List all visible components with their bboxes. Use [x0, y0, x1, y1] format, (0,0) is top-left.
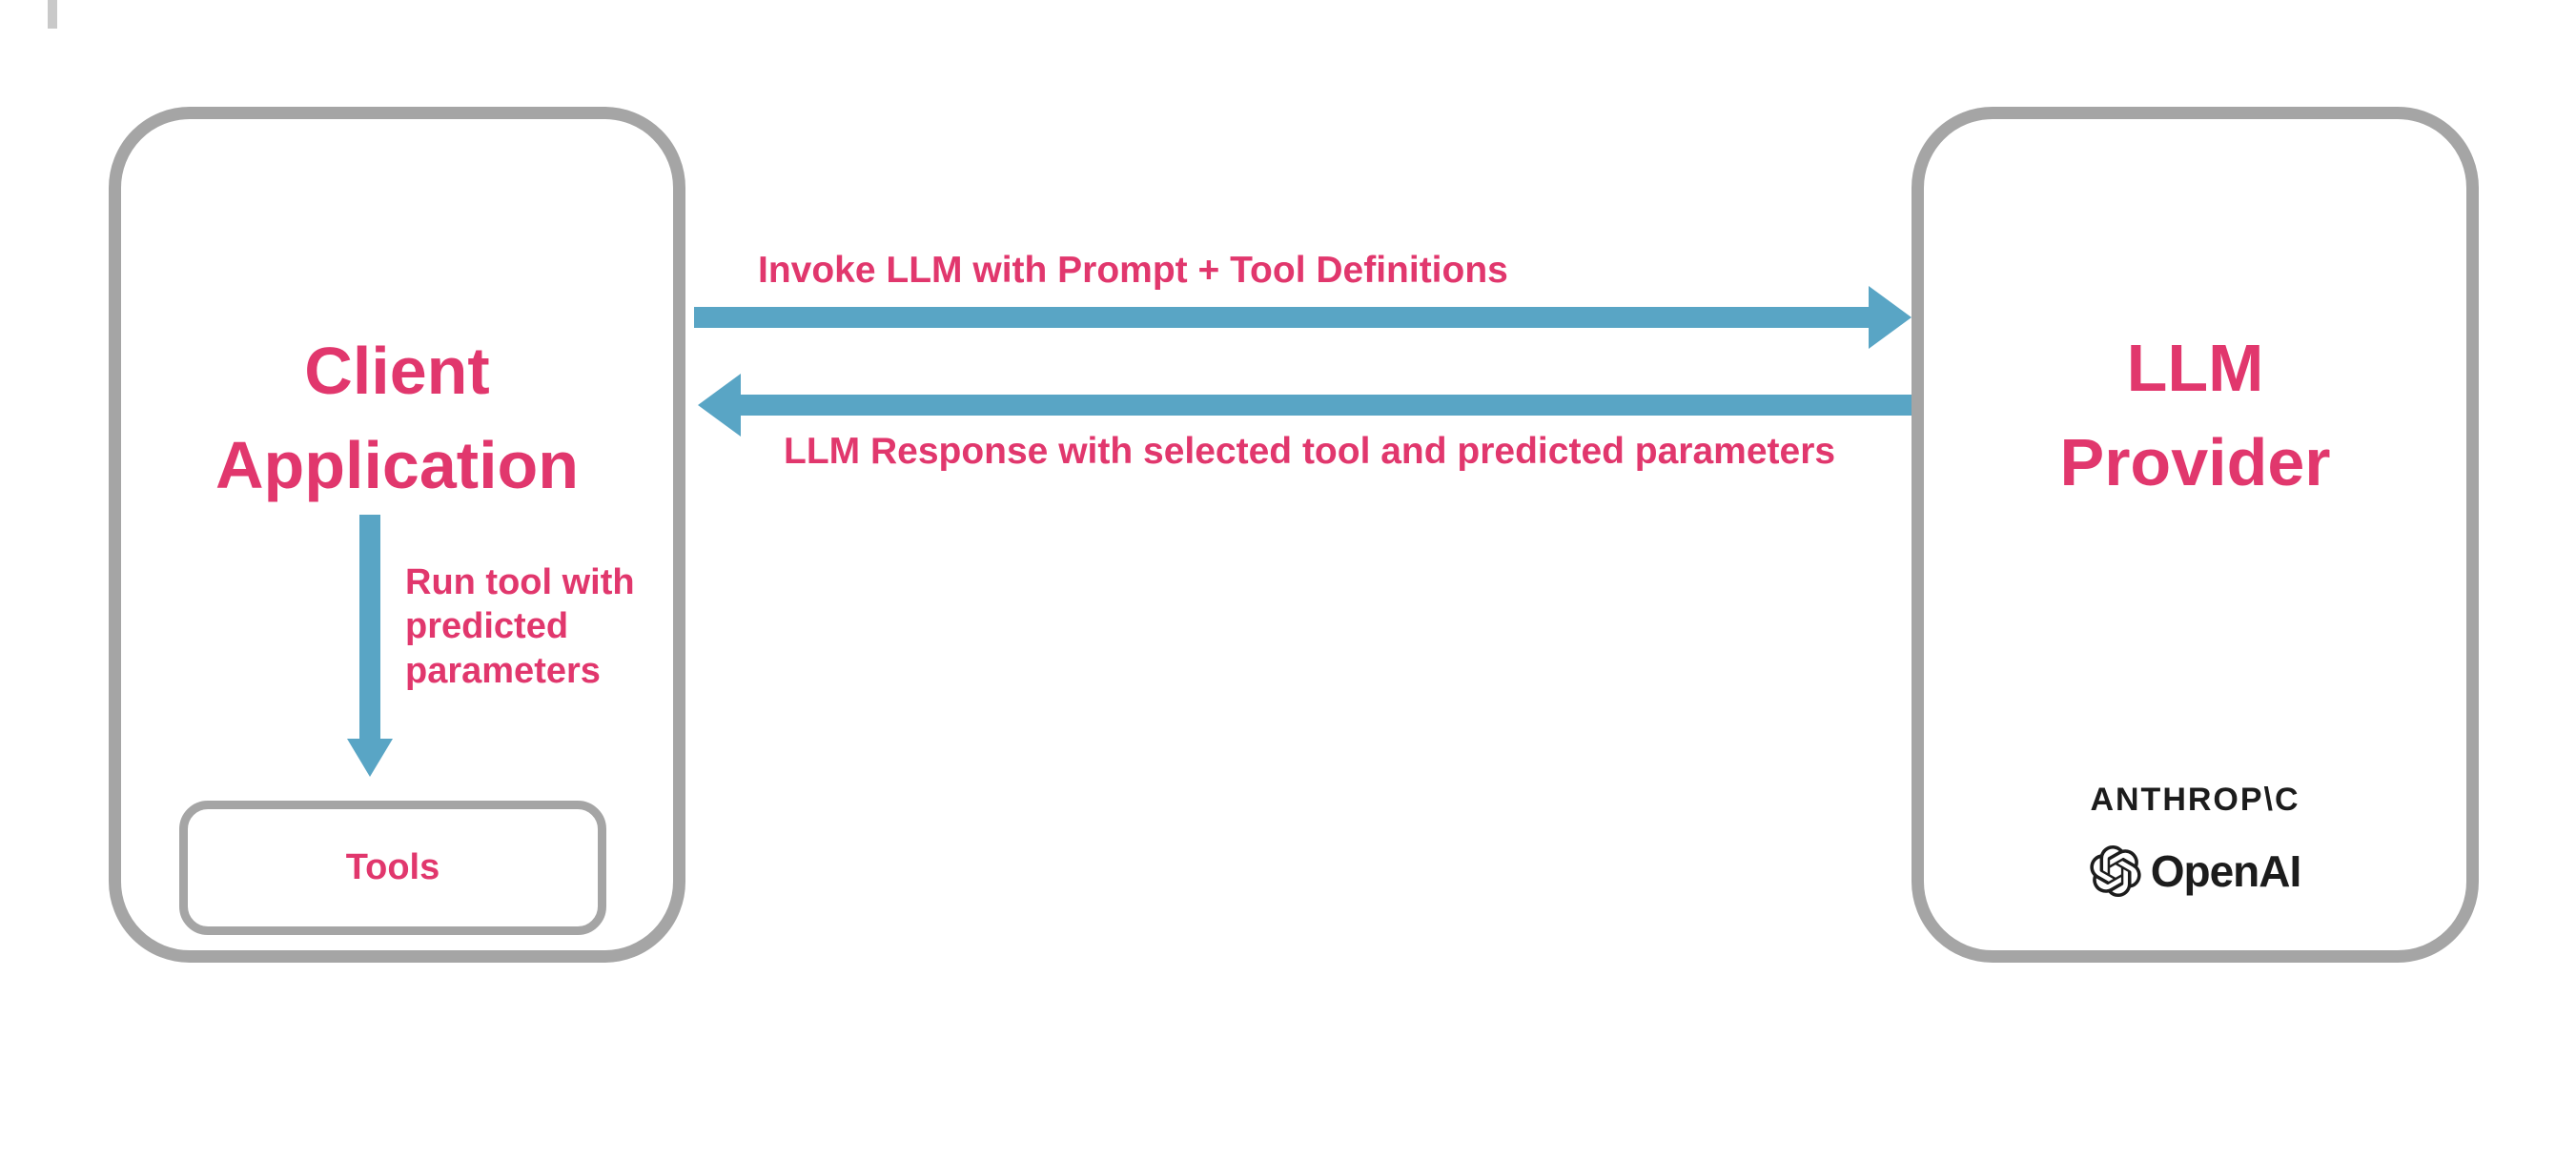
response-arrow-head	[698, 374, 741, 437]
anthropic-logo: ANTHROP\C	[2090, 782, 2300, 818]
llm-provider-box: LLM Provider ANTHROP\C OpenAI	[1912, 107, 2479, 963]
run-tool-arrow-head	[347, 739, 393, 777]
crop-artifact	[48, 0, 57, 29]
invoke-arrow-shaft	[694, 307, 1869, 328]
tools-label: Tools	[345, 847, 440, 887]
tools-box: Tools	[179, 801, 606, 935]
llm-provider-title: LLM Provider	[2059, 331, 2331, 500]
openai-logo-icon	[2090, 845, 2141, 897]
run-tool-label: Run tool with predicted parameters	[405, 562, 635, 691]
invoke-arrow-head	[1869, 286, 1912, 349]
invoke-llm-label: Invoke LLM with Prompt + Tool Definition…	[758, 250, 1508, 291]
client-application-box: Client Application Tools	[109, 107, 685, 963]
run-tool-arrow-shaft	[359, 515, 380, 739]
llm-response-label: LLM Response with selected tool and pred…	[784, 431, 1836, 472]
openai-wordmark: OpenAI	[2150, 846, 2302, 896]
client-application-title: Client Application	[215, 334, 580, 503]
openai-logo: OpenAI	[1924, 845, 2466, 897]
response-arrow-shaft	[741, 395, 1912, 416]
